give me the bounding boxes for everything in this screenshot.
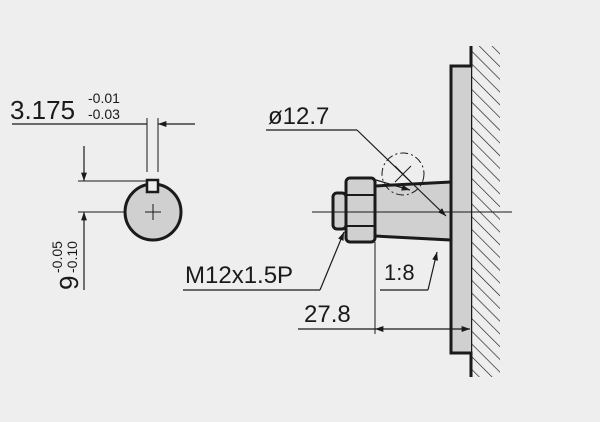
diameter-callout: ø12.7 bbox=[266, 103, 447, 217]
key-depth-value: 9 bbox=[54, 276, 84, 290]
taper-callout: 1:8 bbox=[380, 251, 438, 291]
key-width-dimension: 3.175 -0.01 -0.03 bbox=[10, 90, 195, 172]
side-view: ø12.7 M12x1.5P 1:8 27.8 bbox=[183, 46, 512, 377]
tapered-shaft bbox=[373, 180, 453, 242]
shaft-cross-section bbox=[123, 178, 183, 242]
thread-spec-label: M12x1.5P bbox=[185, 262, 293, 289]
length-dimension: 27.8 bbox=[298, 242, 470, 334]
shaft-nut bbox=[344, 176, 377, 244]
key-depth-dimension: 9 -0.05 -0.10 bbox=[49, 146, 147, 290]
threaded-end bbox=[331, 191, 348, 231]
key-depth-tol-upper: -0.05 bbox=[49, 241, 65, 273]
key-width-tol-upper: -0.01 bbox=[88, 90, 120, 106]
key-width-value: 3.175 bbox=[10, 95, 75, 125]
thread-callout: M12x1.5P bbox=[183, 231, 345, 291]
shaft-diameter-label: ø12.7 bbox=[268, 103, 329, 130]
taper-ratio-label: 1:8 bbox=[384, 260, 415, 285]
key-depth-tol-lower: -0.10 bbox=[64, 241, 80, 273]
shaft-length-label: 27.8 bbox=[304, 301, 351, 328]
key-width-tol-lower: -0.03 bbox=[88, 106, 120, 122]
cross-section-view: 3.175 -0.01 -0.03 9 -0.05 -0.10 bbox=[10, 90, 195, 290]
